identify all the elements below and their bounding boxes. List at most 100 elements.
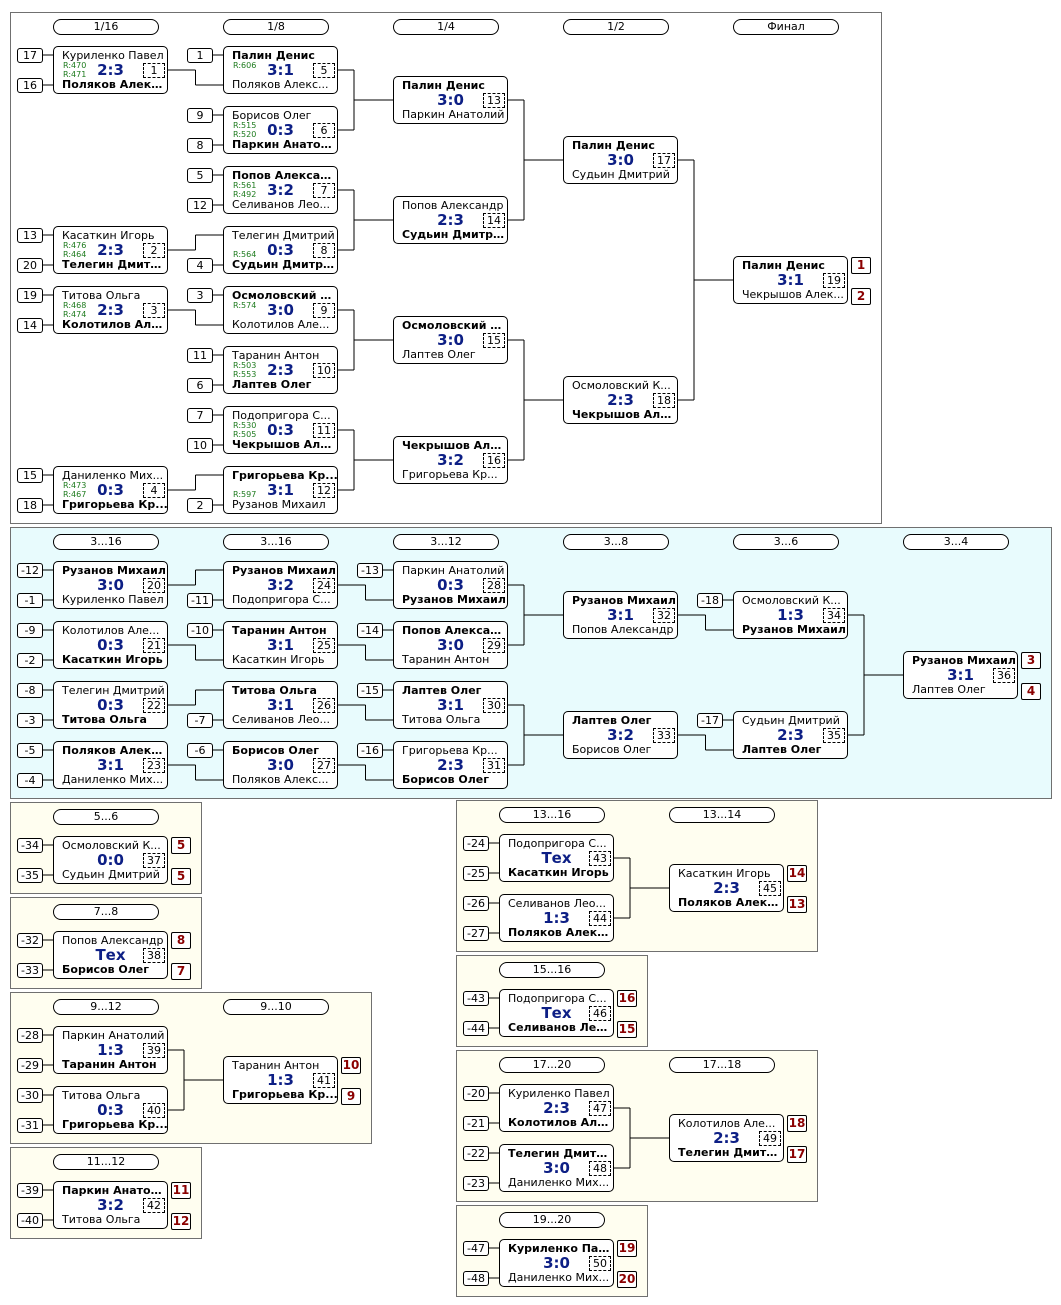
round-header-final[interactable]: Финал bbox=[733, 19, 839, 35]
player-bottom: Касаткин Игорь bbox=[232, 653, 325, 666]
round-header-3-12[interactable]: 3...12 bbox=[393, 534, 499, 550]
round-header-3-4[interactable]: 3...4 bbox=[903, 534, 1009, 550]
round-header-9-10[interactable]: 9...10 bbox=[223, 999, 329, 1015]
round-header-17-20[interactable]: 17...20 bbox=[499, 1057, 605, 1073]
round-header-11-12[interactable]: 11...12 bbox=[53, 1154, 159, 1170]
round-header-7-8[interactable]: 7...8 bbox=[53, 904, 159, 920]
round-header-5-6[interactable]: 5...6 bbox=[53, 809, 159, 825]
place-bottom: 9 bbox=[341, 1088, 361, 1105]
match-number: 16 bbox=[483, 453, 505, 468]
match-score: Тех bbox=[541, 1004, 572, 1022]
round-header-3-16a[interactable]: 3...16 bbox=[53, 534, 159, 550]
player-bottom: Селиванов Лео... bbox=[232, 713, 331, 726]
round-header-3-16b[interactable]: 3...16 bbox=[223, 534, 329, 550]
player-bottom: Подопригора С... bbox=[232, 593, 331, 606]
player-bottom: Борисов Олег bbox=[572, 743, 652, 756]
player-bottom: Судьин Дмитрий bbox=[572, 168, 670, 181]
match-number: 19 bbox=[823, 273, 845, 288]
round-header-17-18[interactable]: 17...18 bbox=[669, 1057, 775, 1073]
match-score: 2:3 bbox=[437, 211, 464, 229]
round-header-9-12[interactable]: 9...12 bbox=[53, 999, 159, 1015]
round-header-13-16[interactable]: 13...16 bbox=[499, 807, 605, 823]
consolation-bracket-panel bbox=[10, 527, 1052, 799]
match-score: 0:3 bbox=[267, 241, 294, 259]
match-number: 1 bbox=[143, 63, 165, 78]
round-header-13-14[interactable]: 13...14 bbox=[669, 807, 775, 823]
match-score: 3:2 bbox=[437, 451, 464, 469]
player-bottom: Лаптев Олег bbox=[912, 683, 986, 696]
round-header-1-4[interactable]: 1/4 bbox=[393, 19, 499, 35]
round-header-3-6[interactable]: 3...6 bbox=[733, 534, 839, 550]
round-header-1-2[interactable]: 1/2 bbox=[563, 19, 669, 35]
match-score: 1:3 bbox=[777, 606, 804, 624]
round-header-1-16[interactable]: 1/16 bbox=[53, 19, 159, 35]
player-bottom: Колотилов Але... bbox=[508, 1116, 614, 1129]
round-header-15-16[interactable]: 15...16 bbox=[499, 962, 605, 978]
match-number: 2 bbox=[143, 243, 165, 258]
match-score: 0:0 bbox=[97, 851, 124, 869]
match-score: 0:3 bbox=[267, 421, 294, 439]
round-header-19-20[interactable]: 19...20 bbox=[499, 1212, 605, 1228]
round-header-1-8[interactable]: 1/8 bbox=[223, 19, 329, 35]
match-score: 1:3 bbox=[267, 1071, 294, 1089]
match-score: 1:3 bbox=[97, 1041, 124, 1059]
player-bottom: Таранин Антон bbox=[402, 653, 490, 666]
match-number: 20 bbox=[143, 578, 165, 593]
seed-bottom: -27 bbox=[463, 926, 489, 941]
match-score: 2:3 bbox=[777, 726, 804, 744]
round-header-3-8[interactable]: 3...8 bbox=[563, 534, 669, 550]
match-number: 9 bbox=[313, 303, 335, 318]
player-bottom: Поляков Алекс... bbox=[232, 78, 329, 91]
